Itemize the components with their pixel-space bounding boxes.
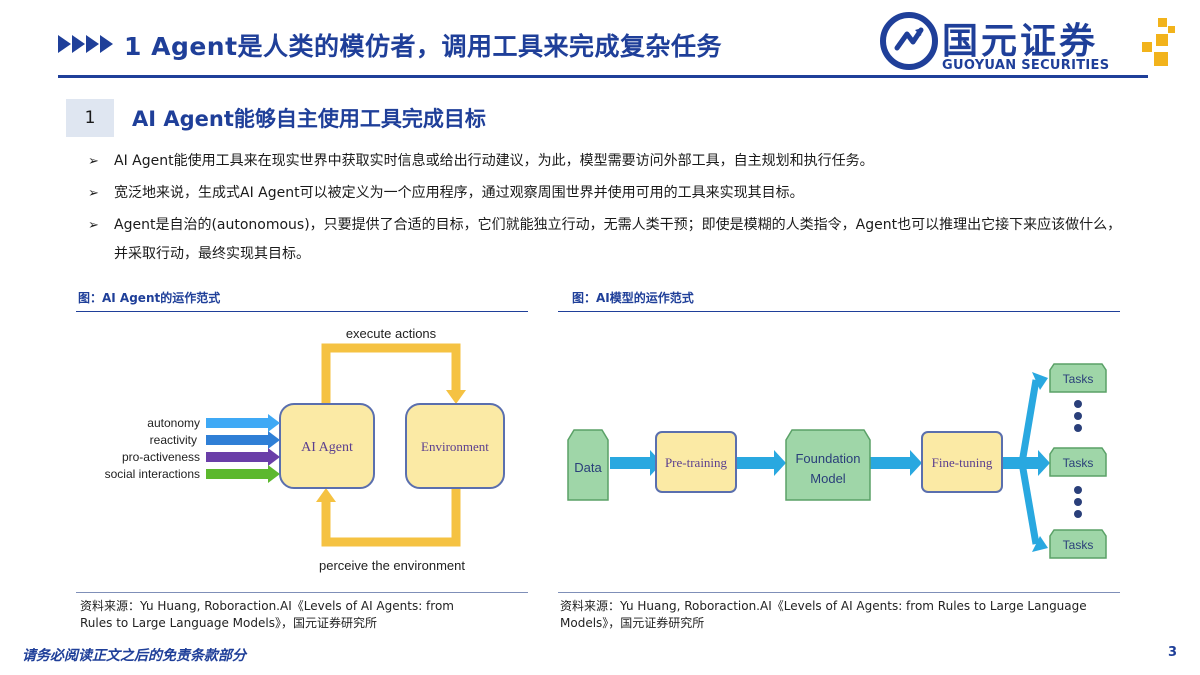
foundation-model-box — [785, 429, 871, 501]
figure-left-bottom-rule — [76, 592, 528, 593]
bullet-item: Agent是自治的(autonomous)，只要提供了合适的目标，它们就能独立行… — [88, 211, 1128, 269]
input-label-pro-activeness: pro-activeness — [122, 450, 200, 464]
figure-left-top-rule — [76, 311, 528, 312]
figure-left-diagram: execute actions perceive the environment… — [105, 326, 505, 573]
ai-agent-label: AI Agent — [301, 440, 353, 455]
ellipsis-dots-icon — [1074, 400, 1082, 518]
logo-english-name: GUOYUAN SECURITIES — [942, 58, 1110, 73]
pipeline-arrows — [610, 372, 1050, 552]
execute-arrowhead-icon — [446, 390, 466, 404]
environment-label: Environment — [421, 439, 489, 454]
input-arrow-pro-activeness — [206, 448, 280, 466]
section-number: 1 — [66, 99, 114, 137]
data-label: Data — [574, 460, 602, 475]
model-label: Model — [810, 471, 846, 486]
pre-training-label: Pre-training — [665, 455, 728, 470]
figure-right-diagram: Data Pre-training Foundation Model Fine-… — [567, 363, 1107, 559]
figure-right-bottom-rule — [558, 592, 1120, 593]
input-arrows — [206, 414, 280, 483]
task-box — [1049, 447, 1107, 477]
header-divider — [58, 75, 1148, 78]
input-label-reactivity: reactivity — [150, 433, 197, 447]
page-number: 3 — [1168, 645, 1178, 660]
figure-left-source-line: 资料来源：Yu Huang, Roboraction.AI《Levels of … — [80, 599, 454, 613]
input-label-autonomy: autonomy — [147, 416, 200, 430]
task-label: Tasks — [1063, 456, 1094, 470]
company-logo: 国元证券 GUOYUAN SECURITIES — [880, 10, 1180, 76]
bullet-item: AI Agent能使用工具来在现实世界中获取实时信息或给出行动建议，为此，模型需… — [88, 147, 1128, 176]
environment-box — [405, 403, 505, 489]
bullet-item: 宽泛地来说，生成式AI Agent可以被定义为一个应用程序，通过观察周围世界并使… — [88, 179, 1128, 208]
bullet-list: AI Agent能使用工具来在现实世界中获取实时信息或给出行动建议，为此，模型需… — [88, 147, 1128, 272]
input-arrow-reactivity — [206, 431, 280, 449]
figure-right-source: 资料来源：Yu Huang, Roboraction.AI《Levels of … — [560, 598, 1120, 632]
foundation-label: Foundation — [795, 451, 860, 466]
input-label-social-interactions: social interactions — [105, 467, 200, 481]
perceive-arrowhead-icon — [316, 488, 336, 502]
figure-left-source-line: Rules to Large Language Models》，国元证券研究所 — [80, 616, 377, 630]
title-arrows-icon — [58, 35, 113, 53]
data-box — [567, 429, 609, 501]
figure-left-source: 资料来源：Yu Huang, Roboraction.AI《Levels of … — [80, 598, 530, 632]
task-label: Tasks — [1063, 372, 1094, 386]
task-label: Tasks — [1063, 538, 1094, 552]
ai-agent-box — [279, 403, 375, 489]
disclaimer-note: 请务必阅读正文之后的免责条款部分 — [22, 648, 246, 664]
fine-tuning-box — [921, 431, 1003, 493]
logo-cubes-icon — [1142, 18, 1175, 66]
fine-tuning-label: Fine-tuning — [932, 455, 993, 470]
perceive-loop-arrow — [321, 488, 461, 547]
logo-chinese-name: 国元证券 — [942, 21, 1099, 62]
figure-right-top-rule — [558, 311, 1120, 312]
figure-right-source-line: Models》，国元证券研究所 — [560, 616, 705, 630]
execute-actions-label: execute actions — [346, 326, 437, 341]
figure-right-source-line: 资料来源：Yu Huang, Roboraction.AI《Levels of … — [560, 599, 1087, 613]
execute-loop-arrow — [321, 343, 461, 404]
section-title: AI Agent能够自主使用工具完成目标 — [132, 107, 486, 131]
page-title: 1 Agent是人类的模仿者，调用工具来完成复杂任务 — [124, 32, 723, 61]
input-arrow-social-interactions — [206, 465, 280, 483]
pre-training-box — [655, 431, 737, 493]
input-arrow-autonomy — [206, 414, 280, 432]
logo-mark-icon — [880, 12, 938, 70]
task-box — [1049, 529, 1107, 559]
task-box — [1049, 363, 1107, 393]
perceive-environment-label: perceive the environment — [319, 558, 465, 573]
figure-left-caption: 图：AI Agent的运作范式 — [78, 291, 221, 305]
figure-right-caption: 图：AI模型的运作范式 — [572, 291, 694, 305]
